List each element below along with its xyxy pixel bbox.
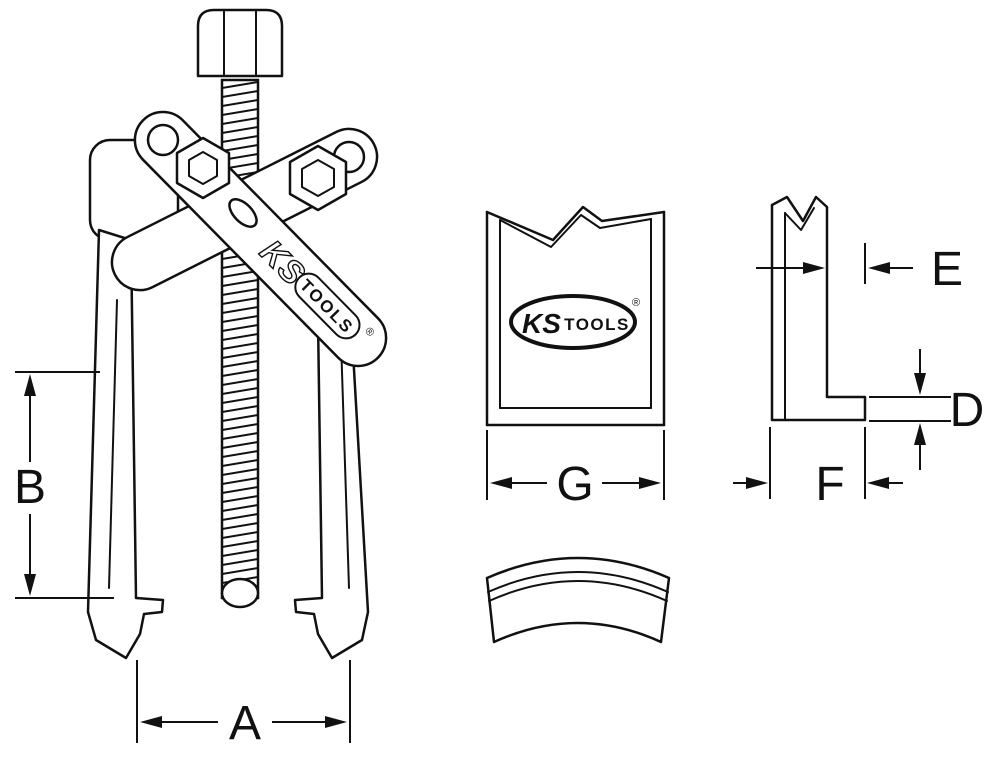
dimension-f-label: F [815, 458, 844, 511]
left-leg-edge-line [108, 299, 118, 589]
spindle-hex-head [196, 8, 284, 78]
puller-front-view: KS TOOLS ® [86, 8, 388, 660]
jaw-top-view [485, 556, 671, 644]
dimension-g-label: G [556, 458, 593, 511]
dimension-d: D [869, 349, 984, 470]
oval-logo-tools-text: TOOLS [564, 315, 630, 334]
dimension-a-label: A [229, 697, 261, 750]
arm-logo-tools-box [294, 272, 361, 340]
oval-logo-ks-text: KS [522, 308, 561, 339]
jaw-side-view: KS TOOLS ® [485, 205, 666, 427]
ks-tools-oval-logo: KS TOOLS ® [509, 294, 640, 350]
curved-segment-edge-line [487, 571, 669, 593]
dimension-b-label: B [14, 461, 46, 514]
dimension-d-label: D [950, 384, 985, 437]
puller-left-leg [86, 228, 165, 660]
curved-segment-edge-line [488, 580, 668, 602]
dimension-b: B [14, 371, 114, 599]
curved-segment-outline [485, 556, 671, 644]
spindle-tip [220, 577, 260, 609]
leg-profile-view [770, 195, 867, 422]
dimension-a: A [136, 660, 351, 750]
left-hex-nut-inner [188, 151, 218, 185]
profile-break-line-inner [784, 207, 815, 231]
right-hex-nut-inner [301, 159, 335, 197]
dimension-e-label: E [931, 243, 963, 296]
right-hex-nut [288, 144, 348, 212]
left-hex-nut [175, 136, 231, 200]
puller-right-leg [293, 298, 370, 660]
break-line-inner [499, 214, 652, 248]
dimension-f: F [733, 427, 903, 511]
profile-break-line-outer [770, 195, 829, 223]
leg-profile-outline [770, 205, 867, 422]
dimension-g: G [486, 430, 665, 511]
break-line-outer [485, 205, 666, 242]
front-arm-hole [146, 123, 180, 157]
front-arm-slot [228, 198, 258, 228]
oval-logo-registered-mark: ® [632, 297, 640, 309]
dimension-e: E [756, 243, 963, 296]
